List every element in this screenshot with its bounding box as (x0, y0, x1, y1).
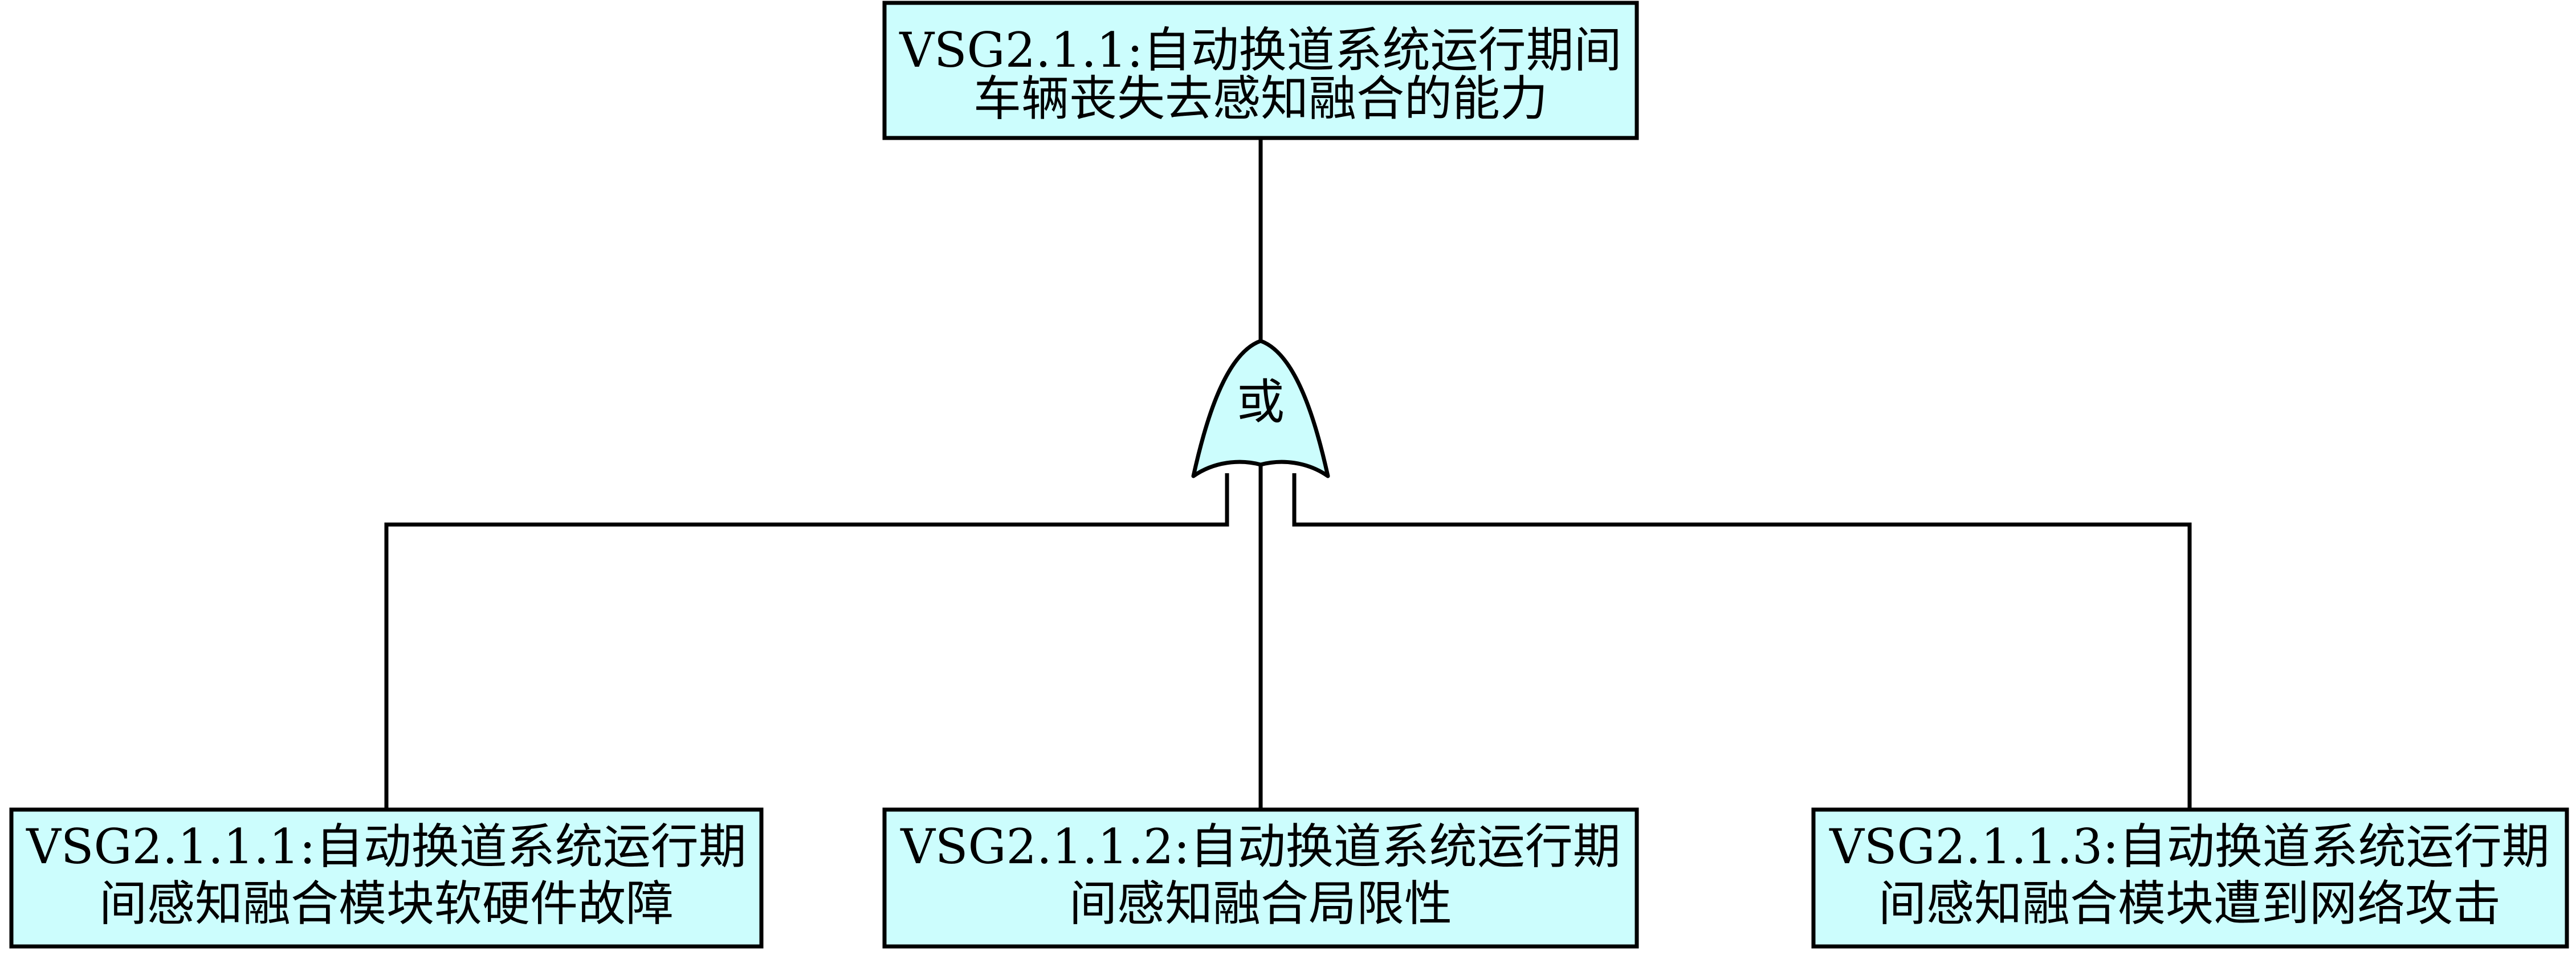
edge-gate-to-child-3 (1292, 473, 2192, 810)
child-event-node-3: VSG2.1.1.3:自动换道系统运行期 间感知融合模块遭到网络攻击 (1811, 807, 2569, 949)
or-gate: 或 (1191, 339, 1330, 478)
child-event-node-2: VSG2.1.1.2:自动换道系统运行期 间感知融合局限性 (882, 807, 1639, 949)
child-event-box-1 (9, 807, 764, 949)
or-gate-symbol (1191, 339, 1330, 478)
child-event-3-line-1: VSG2.1.1.3:自动换道系统运行期 (1829, 819, 2550, 875)
child-event-1-line-2: 间感知融合模块软硬件故障 (99, 876, 674, 932)
top-event-line-2: 车辆丧失去感知融合的能力 (973, 71, 1548, 127)
or-gate-label: 或 (1237, 374, 1285, 430)
child-event-2-line-1: VSG2.1.1.2:自动换道系统运行期 (900, 819, 1621, 875)
child-event-box-3 (1811, 807, 2569, 949)
child-event-1-line-1: VSG2.1.1.1:自动换道系统运行期 (26, 819, 747, 875)
child-event-3-line-2: 间感知融合模块遭到网络攻击 (1878, 876, 2501, 932)
top-event-box (882, 1, 1639, 140)
top-event-line-1: VSG2.1.1:自动换道系统运行期间 (899, 22, 1621, 78)
top-event-node: VSG2.1.1:自动换道系统运行期间 车辆丧失去感知融合的能力 (882, 1, 1639, 140)
child-event-node-1: VSG2.1.1.1:自动换道系统运行期 间感知融合模块软硬件故障 (9, 807, 764, 949)
edge-gate-to-child-1 (384, 473, 1229, 810)
child-event-2-line-2: 间感知融合局限性 (1069, 876, 1452, 932)
child-event-box-2 (882, 807, 1639, 949)
